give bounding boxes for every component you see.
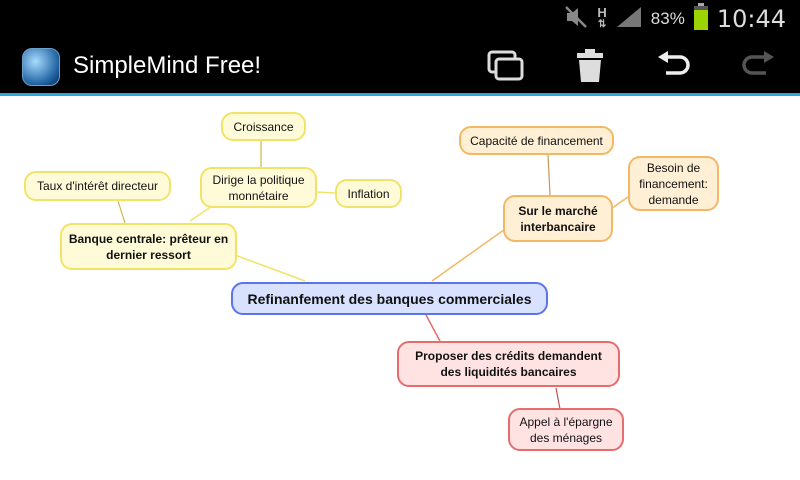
battery-percent: 83% [650, 9, 685, 28]
mute-icon [563, 4, 589, 35]
link-orange-need [611, 196, 629, 209]
node-yellow-policy[interactable]: Dirige la politique monnétaire [200, 167, 317, 208]
link-yellow-rate [117, 200, 126, 224]
node-yellow-rate[interactable]: Taux d'intérêt directeur [24, 171, 171, 201]
node-orange-need[interactable]: Besoin de financement: demande [628, 156, 719, 211]
status-bar: H ⇅ 83% 10:44 [0, 0, 800, 38]
node-yellow-growth[interactable]: Croissance [221, 112, 306, 141]
mindmap-canvas[interactable]: Refinanfement des banques commerciales B… [0, 97, 800, 480]
node-yellow-root[interactable]: Banque centrale: prêteur en dernier ress… [60, 223, 237, 270]
node-red-savings[interactable]: Appel à l'épargne des ménages [508, 408, 624, 451]
node-orange-root[interactable]: Sur le marché interbancaire [503, 195, 613, 242]
app-logo-icon[interactable] [22, 48, 60, 86]
mindmap-links [117, 140, 629, 410]
delete-button[interactable] [570, 46, 610, 86]
windows-button[interactable] [486, 46, 526, 86]
network-type-label: H [597, 5, 607, 20]
link-yellow-policy [189, 205, 213, 222]
node-red-root[interactable]: Proposer des crédits demandent des liqui… [397, 341, 620, 387]
app-title: SimpleMind Free! [73, 52, 262, 79]
redo-button[interactable] [738, 46, 778, 86]
redo-icon [742, 51, 774, 75]
node-yellow-inflation[interactable]: Inflation [335, 179, 402, 208]
clock: 10:44 [716, 5, 786, 33]
network-type-icon: H ⇅ [597, 5, 607, 30]
node-orange-capacity[interactable]: Capacité de financement [459, 126, 614, 155]
undo-icon [658, 51, 690, 75]
signal-icon [615, 5, 643, 34]
battery-icon [693, 2, 709, 36]
link-central-red [425, 314, 441, 342]
action-bar-divider [0, 93, 800, 96]
link-central-orange [431, 226, 509, 282]
link-red-savings [555, 387, 561, 410]
link-orange-capacity [547, 154, 551, 196]
undo-button[interactable] [654, 46, 694, 86]
link-policy-inflation [315, 191, 337, 194]
node-central[interactable]: Refinanfement des banques commerciales [231, 282, 548, 315]
action-bar: SimpleMind Free! [0, 38, 800, 96]
windows-icon [487, 50, 524, 81]
trash-icon [577, 49, 603, 82]
